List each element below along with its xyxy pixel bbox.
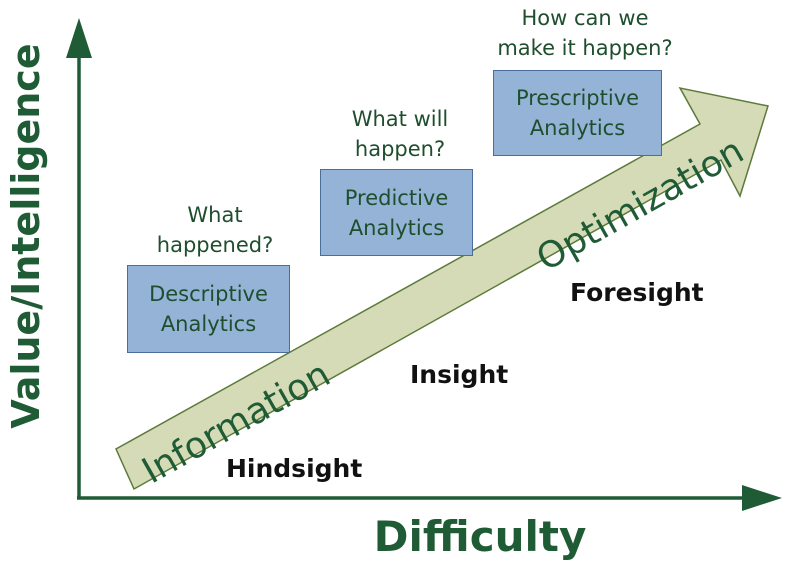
box-line: Predictive bbox=[344, 185, 449, 210]
question-line: What will bbox=[351, 107, 449, 131]
question-line: What bbox=[187, 203, 243, 227]
question-what-will-happen: What will happen? bbox=[325, 104, 475, 164]
box-line: Descriptive bbox=[149, 282, 268, 306]
prescriptive-analytics-box: Prescriptive Analytics bbox=[493, 70, 662, 156]
question-line: happened? bbox=[156, 233, 274, 257]
x-axis-arrowhead bbox=[742, 485, 782, 511]
box-line: Analytics bbox=[348, 215, 445, 240]
predictive-analytics-box: Predictive Analytics bbox=[320, 169, 473, 256]
y-axis-arrowhead bbox=[66, 18, 92, 58]
progression-arrow bbox=[115, 86, 769, 491]
question-line: How can we bbox=[521, 6, 649, 30]
foresight-label: Foresight bbox=[570, 278, 704, 307]
question-line: make it happen? bbox=[497, 36, 673, 60]
descriptive-analytics-box: Descriptive Analytics bbox=[127, 265, 290, 353]
box-line: Prescriptive bbox=[515, 86, 640, 110]
box-line: Analytics bbox=[160, 312, 257, 336]
question-line: happen? bbox=[354, 137, 446, 161]
x-axis-label: Difficulty bbox=[373, 512, 587, 561]
insight-label: Insight bbox=[410, 360, 509, 389]
y-axis-label: Value/Intelligence bbox=[4, 43, 48, 429]
question-what-happened: What happened? bbox=[150, 200, 280, 260]
box-line: Analytics bbox=[529, 116, 626, 140]
hindsight-label: Hindsight bbox=[226, 454, 363, 483]
question-how-can-we: How can we make it happen? bbox=[490, 3, 680, 63]
